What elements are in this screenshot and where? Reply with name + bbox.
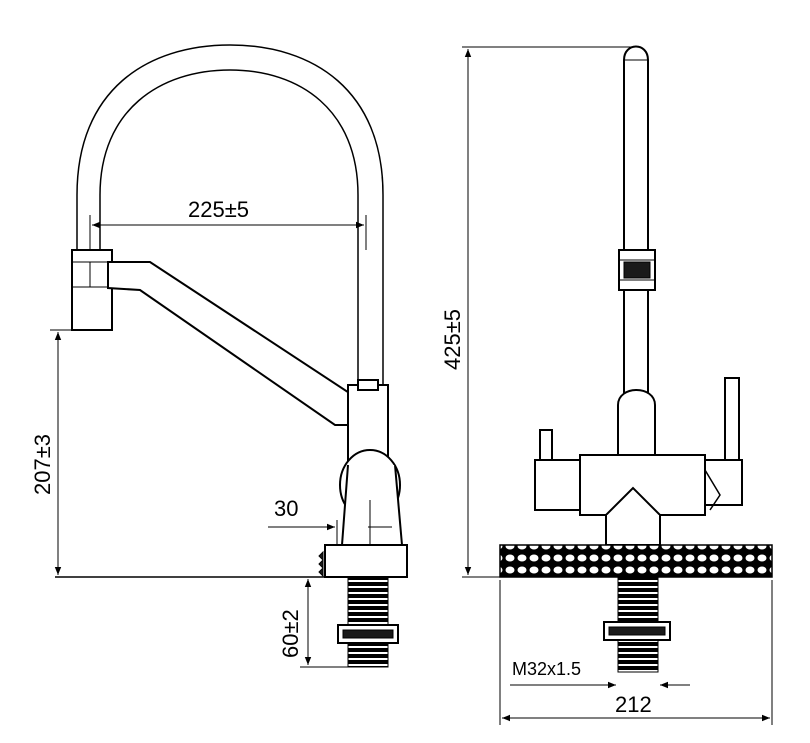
front-hose [623, 45, 649, 426]
side-hose-arc [76, 44, 384, 385]
dim-thread: M32x1.5 [510, 659, 690, 689]
dim-spout-height: 207±3 [30, 329, 72, 575]
front-right-lever [724, 377, 740, 461]
side-shank [347, 576, 389, 668]
dim-shank-length-label: 60±2 [278, 609, 303, 658]
dim-plate-width-label: 212 [615, 692, 652, 717]
front-perforated-plate [499, 544, 773, 578]
front-body [534, 459, 581, 511]
dim-shank-length: 60±2 [278, 579, 348, 668]
side-spout-arm [107, 261, 361, 426]
front-view [499, 45, 773, 673]
dim-base-offset: 30 [268, 496, 392, 545]
dim-thread-label: M32x1.5 [512, 659, 581, 679]
front-left-pin [539, 429, 553, 461]
side-spout-head [71, 249, 113, 331]
side-hose-arc-inner [99, 69, 359, 385]
dim-plate-width: 212 [499, 580, 773, 725]
dim-base-offset-label: 30 [274, 496, 298, 521]
dim-spout-reach: 225±5 [89, 197, 367, 250]
dim-total-height-label: 425±5 [440, 309, 465, 370]
side-view [55, 44, 408, 668]
dim-total-height: 425±5 [440, 46, 636, 578]
dim-spout-height-label: 207±3 [30, 434, 55, 495]
side-body [340, 464, 404, 546]
dim-spout-reach-label: 225±5 [188, 197, 249, 222]
side-base [324, 544, 408, 578]
